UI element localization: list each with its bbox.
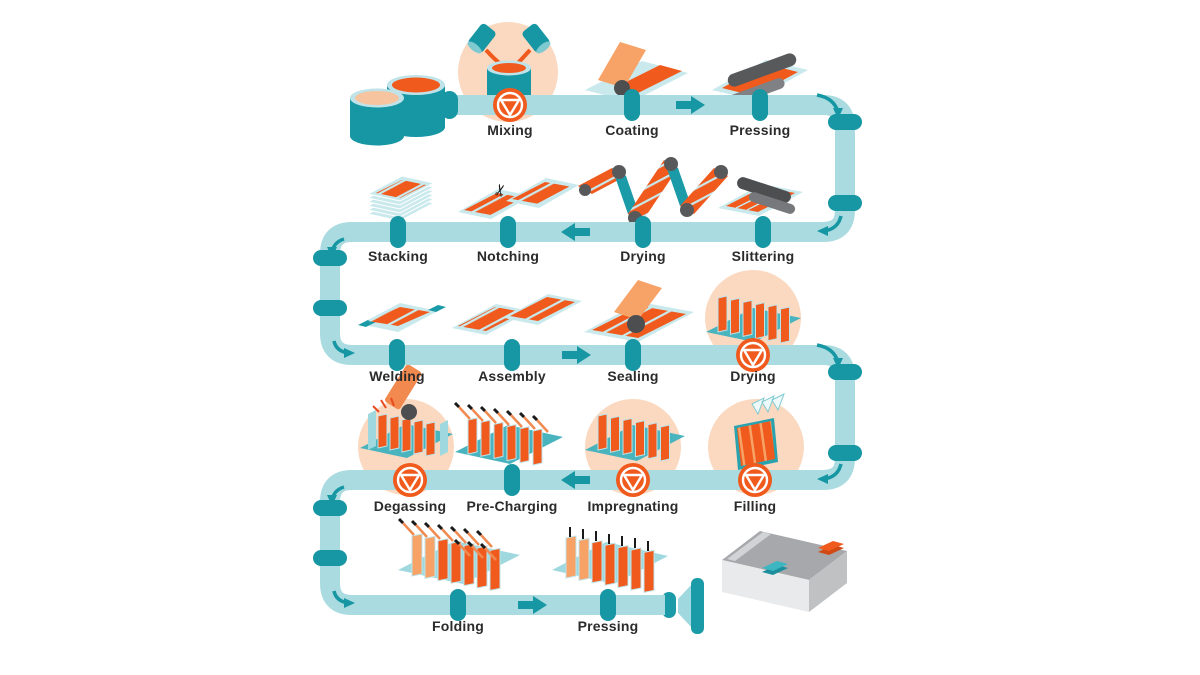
rack-with-suction-nozzle-icon bbox=[360, 364, 453, 458]
step-label-sealing: Sealing bbox=[607, 368, 659, 384]
flow-arrow-left-row4 bbox=[561, 471, 590, 489]
station-pill-markers bbox=[389, 89, 771, 621]
pipe-coupling-sleeves bbox=[313, 114, 862, 566]
step-label-stacking: Stacking bbox=[368, 248, 428, 264]
impregnating-pump-valve-icon bbox=[616, 463, 650, 497]
slitter-rollers-icon bbox=[718, 177, 803, 216]
step-label-mixing: Mixing bbox=[487, 122, 533, 138]
pressing2-station-pill bbox=[600, 589, 616, 621]
step-label-filling: Filling bbox=[733, 498, 777, 514]
step-label-notching: Notching bbox=[476, 248, 540, 264]
funnel-outlet-icon bbox=[662, 578, 704, 634]
step-label-assembly: Assembly bbox=[478, 368, 546, 384]
step-label-degassing: Degassing bbox=[373, 498, 447, 514]
cell-rack-icon bbox=[706, 295, 801, 344]
flow-arrow-right-row5 bbox=[518, 596, 547, 614]
drying2-pump-valve-icon bbox=[736, 338, 770, 372]
sealing-station-pill bbox=[625, 339, 641, 371]
step-label-drying2: Drying bbox=[730, 368, 776, 384]
battery-pack-icon bbox=[722, 531, 847, 612]
step-label-slittering: Slittering bbox=[731, 248, 795, 264]
flow-arrow-right-row3 bbox=[562, 346, 591, 364]
rack-with-pins-icon bbox=[397, 517, 520, 592]
filling-pump-valve-icon bbox=[738, 463, 772, 497]
scissors-cut-sheets-icon: ✂ bbox=[458, 178, 579, 219]
step-label-folding: Folding bbox=[432, 618, 484, 634]
coating-station-pill bbox=[624, 89, 640, 121]
zigzag-web-dryer-icon bbox=[578, 157, 728, 225]
step-label-welding: Welding bbox=[369, 368, 425, 384]
degassing-pump-valve-icon bbox=[393, 463, 427, 497]
electrode-sheet-icon bbox=[358, 303, 446, 332]
pipe-start-cap bbox=[441, 91, 458, 119]
step-label-coating: Coating bbox=[605, 122, 659, 138]
step-label-pressing2: Pressing bbox=[577, 618, 639, 634]
folding-station-pill bbox=[450, 589, 466, 621]
flow-arrows bbox=[518, 96, 705, 614]
slittering-station-pill bbox=[755, 216, 771, 248]
drying1-station-pill bbox=[635, 216, 651, 248]
assembly-station-pill bbox=[504, 339, 520, 371]
pressing1-station-pill bbox=[752, 89, 768, 121]
corner-arrow-heads bbox=[327, 108, 843, 608]
stacking-station-pill bbox=[390, 216, 406, 248]
welding-station-pill bbox=[389, 339, 405, 371]
two-electrode-sheets-icon bbox=[452, 294, 582, 335]
step-label-pressing1: Pressing bbox=[729, 122, 791, 138]
step-label-precharging: Pre-Charging bbox=[466, 498, 558, 514]
flow-arrow-right-row1 bbox=[676, 96, 705, 114]
cell-with-pour-arrows-icon bbox=[734, 392, 785, 470]
rack-with-contact-pins-icon bbox=[453, 401, 563, 466]
cell-rack-icon bbox=[585, 413, 685, 462]
step-label-impregnating: Impregnating bbox=[587, 498, 679, 514]
pressed-rack-icon bbox=[552, 527, 668, 594]
sealing-roll-icon bbox=[584, 280, 694, 342]
raw-material-tanks-icon bbox=[350, 75, 445, 146]
flow-arrow-left-row2 bbox=[561, 223, 590, 241]
scissors-icon: ✂ bbox=[491, 182, 511, 199]
precharging-station-pill bbox=[504, 464, 520, 496]
sheet-stack-icon bbox=[366, 175, 436, 222]
step-label-drying1: Drying bbox=[620, 248, 666, 264]
notching-station-pill bbox=[500, 216, 516, 248]
mixing-pump-valve-icon bbox=[493, 88, 527, 122]
pump-valve-markers bbox=[393, 88, 772, 497]
